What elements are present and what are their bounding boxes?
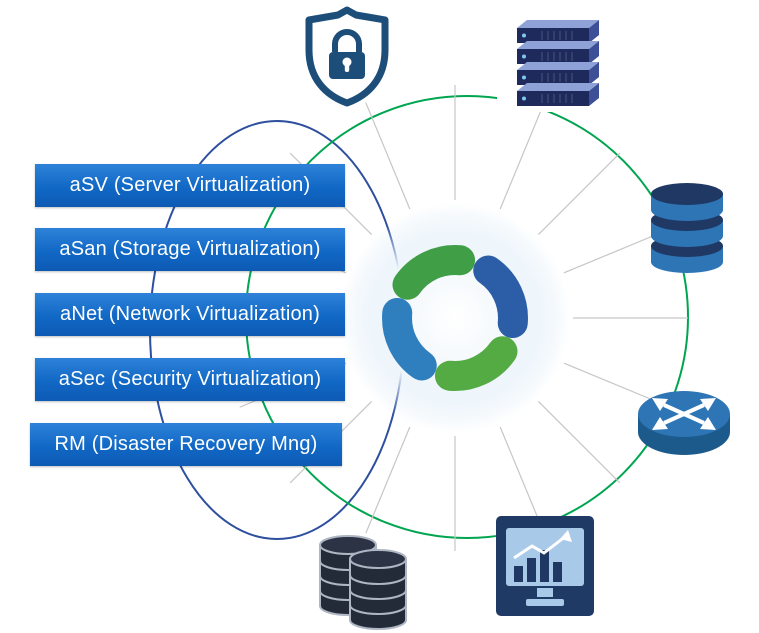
banner-drm: RM (Disaster Recovery Mng) [30, 423, 342, 466]
dashboard-monitor-icon [490, 506, 600, 626]
database-icon [644, 178, 730, 273]
logo-petal-blue-light [382, 297, 437, 381]
dashboard-trendline [513, 534, 567, 560]
lock-keyhole-stem [344, 63, 350, 72]
storage-stack-icon [314, 528, 412, 632]
shield-lock-icon [296, 4, 398, 108]
stack-front [349, 549, 407, 630]
server-units [517, 20, 599, 106]
logo-petal-green [434, 336, 518, 391]
banner-asv-label: aSV (Server Virtualization) [69, 174, 311, 196]
dashboard-trend-arrow [560, 530, 572, 542]
router-arrows [663, 403, 705, 425]
monitor-base [526, 599, 564, 606]
logo-petal-blue [473, 255, 528, 339]
platform-logo [382, 245, 528, 391]
banner-asan: aSan (Storage Virtualization) [35, 228, 345, 271]
dashboard-bars [514, 550, 562, 582]
server-rack-icon [497, 6, 611, 112]
banner-asan-label: aSan (Storage Virtualization) [59, 238, 321, 260]
db-disk-1 [651, 183, 723, 221]
router-arrowheads [652, 398, 716, 430]
banner-anet: aNet (Network Virtualization) [35, 293, 345, 336]
banner-asv: aSV (Server Virtualization) [35, 164, 345, 207]
banner-asec: aSec (Security Virtualization) [35, 358, 345, 401]
lock-shackle [332, 29, 362, 52]
banner-drm-label: RM (Disaster Recovery Mng) [54, 433, 318, 455]
logo-petal-green-dark [392, 245, 476, 300]
banner-anet-label: aNet (Network Virtualization) [60, 303, 320, 325]
banner-asec-label: aSec (Security Virtualization) [58, 368, 322, 390]
hub-glow [340, 203, 570, 433]
monitor-stand [537, 588, 553, 597]
lock-keyhole [342, 57, 352, 67]
router-icon [634, 384, 734, 462]
